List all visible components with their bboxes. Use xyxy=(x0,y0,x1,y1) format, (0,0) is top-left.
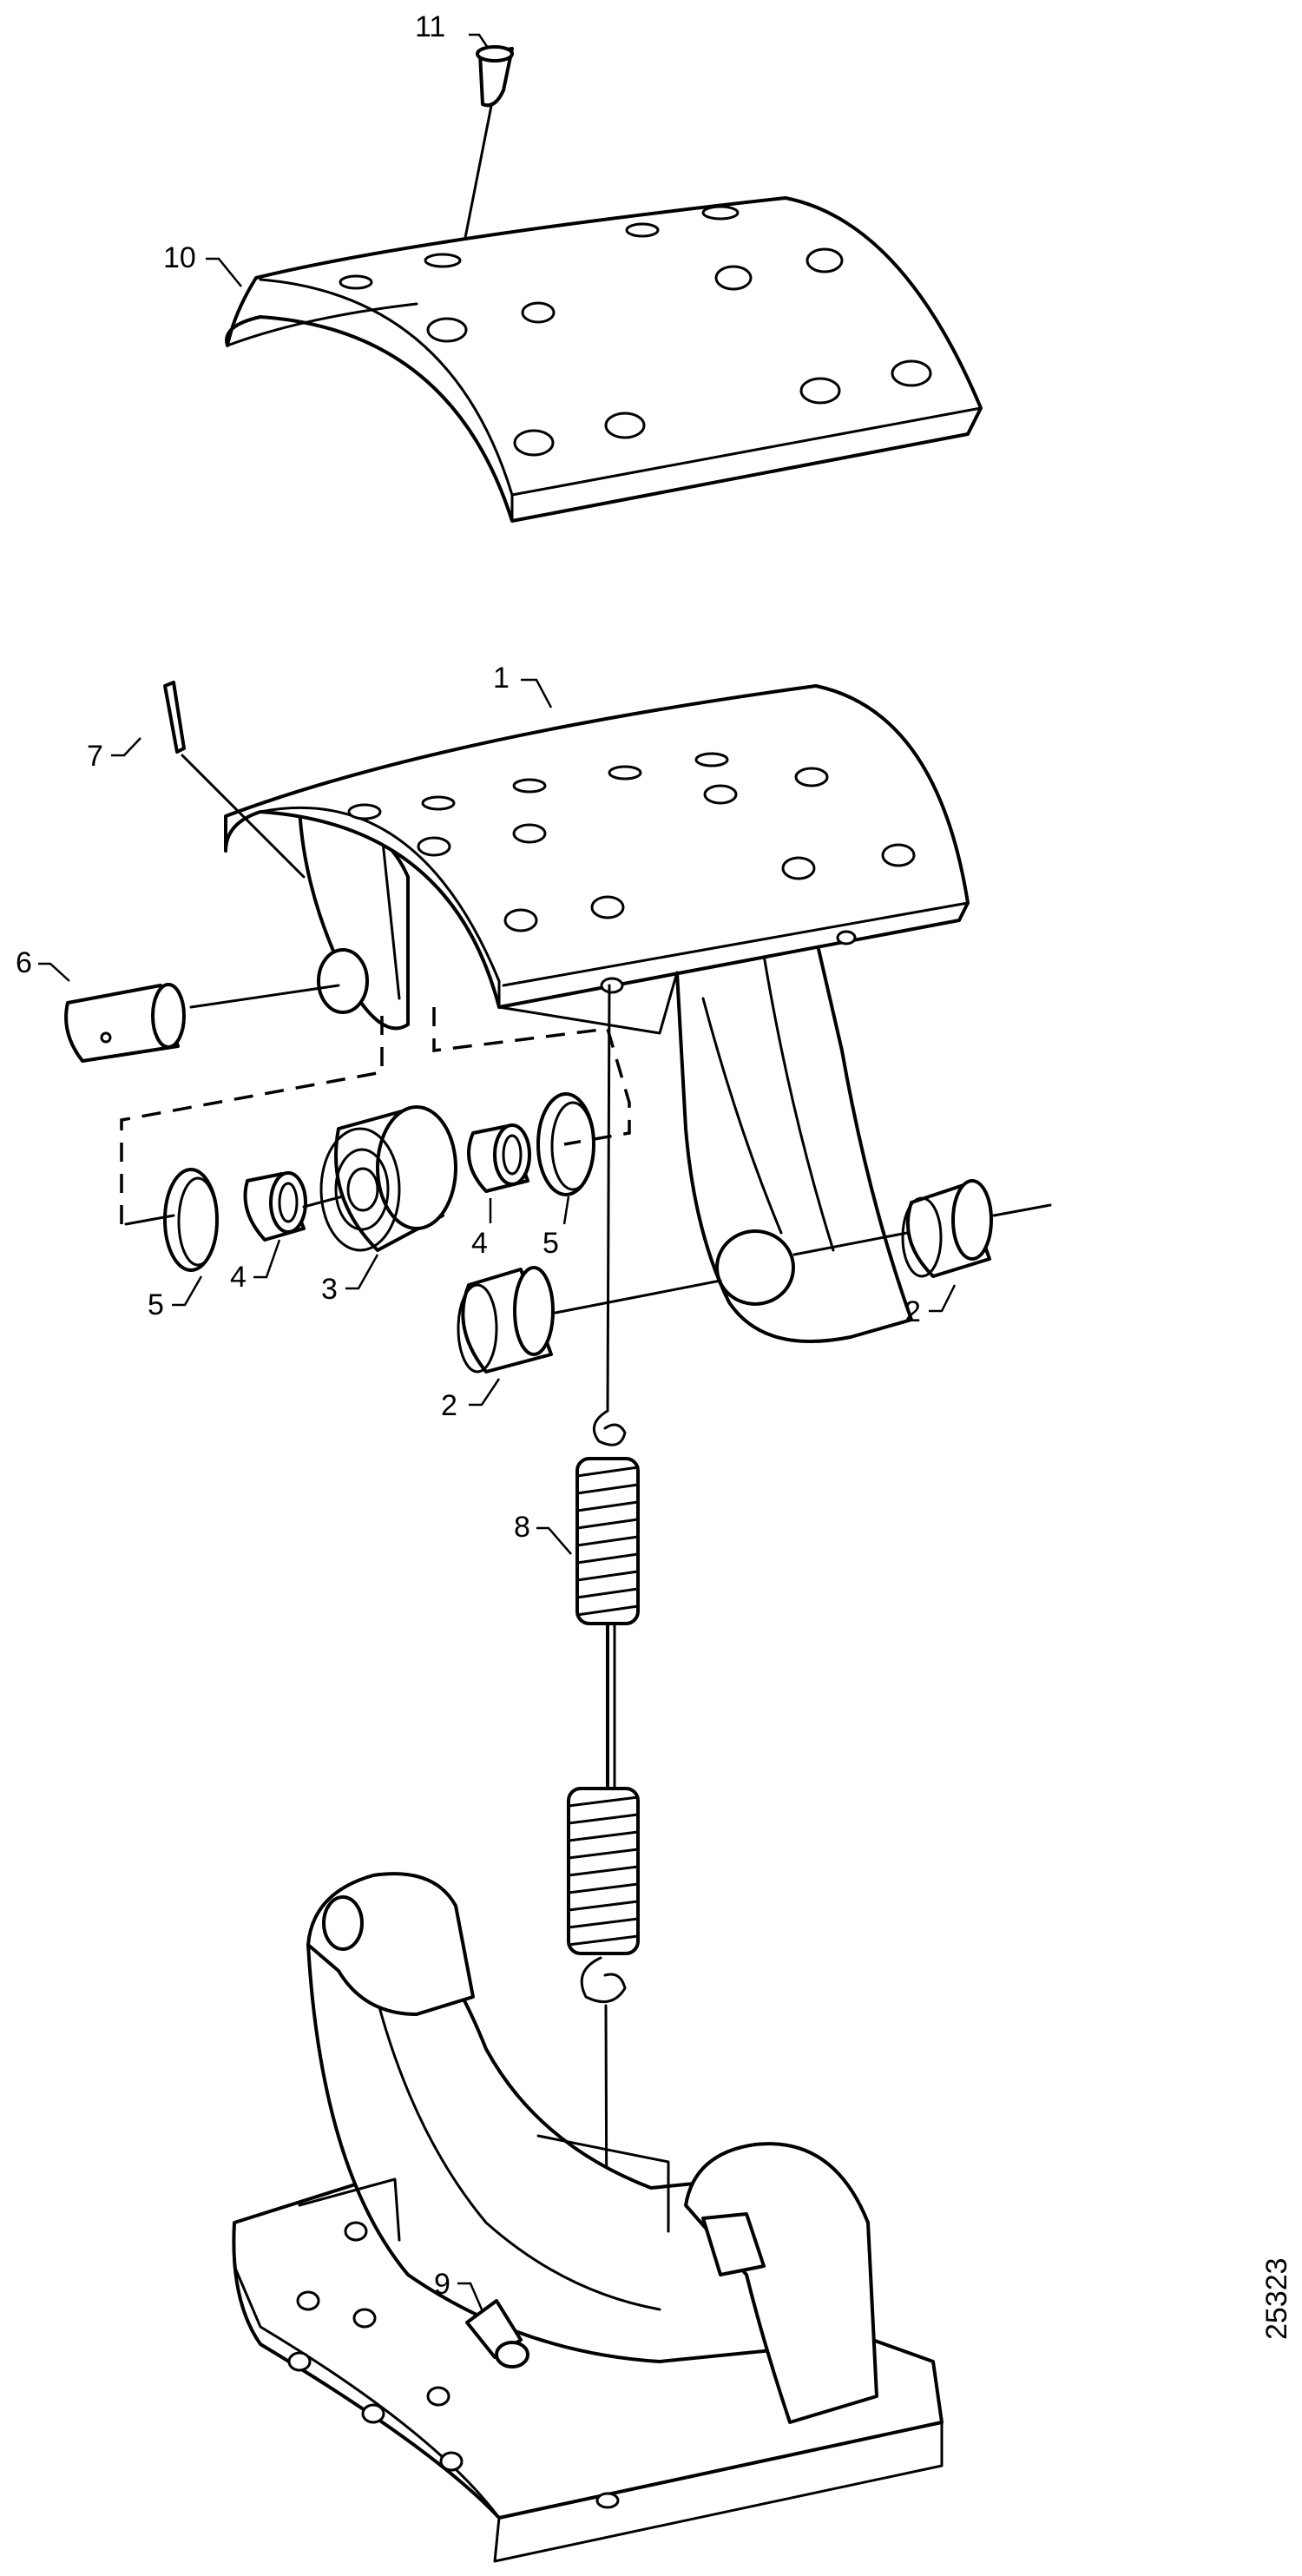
callout-4-left: 4 xyxy=(230,1261,247,1294)
callout-labels: 11 10 1 7 6 5 4 3 4 5 2 2 8 9 xyxy=(16,10,921,2301)
bushing-part-4-right xyxy=(467,1123,531,1193)
cotter-pin-part-7 xyxy=(163,681,306,879)
callout-5-right: 5 xyxy=(542,1227,559,1260)
callout-11: 11 xyxy=(415,10,445,43)
snap-ring-part-5-right xyxy=(536,1092,595,1196)
callout-4-right: 4 xyxy=(471,1227,488,1260)
pin-part-6 xyxy=(64,983,340,1063)
callout-5-left: 5 xyxy=(148,1288,164,1321)
spring-upper-coils xyxy=(575,1466,640,1617)
bushing-part-4-left xyxy=(243,1171,307,1242)
figure-reference-number: 25323 xyxy=(1260,2257,1293,2340)
callout-8: 8 xyxy=(514,1511,530,1544)
callout-1: 1 xyxy=(493,662,510,695)
callout-6: 6 xyxy=(16,946,32,979)
spring-lower-coils xyxy=(567,1795,640,1947)
callout-10: 10 xyxy=(163,241,196,274)
callout-7: 7 xyxy=(87,740,103,773)
brake-shoe-part-1 xyxy=(224,684,970,1343)
callout-2-right: 2 xyxy=(904,1295,921,1328)
bushing-part-2-right xyxy=(792,1179,1052,1278)
snap-ring-part-5-left xyxy=(124,1168,219,1272)
spring-part-8 xyxy=(567,984,640,2502)
grease-nipple-part-9 xyxy=(465,2299,529,2368)
callout-leaders xyxy=(38,33,957,2310)
callout-9: 9 xyxy=(434,2268,450,2301)
shoe-rivet-holes xyxy=(347,752,916,994)
callout-3: 3 xyxy=(321,1273,338,1306)
lining-rivet-holes xyxy=(339,205,932,457)
roller-part-3 xyxy=(302,1105,457,1252)
brake-lining-part-10 xyxy=(225,196,983,523)
bushing-part-2-lower xyxy=(457,1266,722,1374)
assembly-guide-dashes xyxy=(120,1007,631,1233)
base-rivet-holes xyxy=(287,2221,620,2509)
callout-2-lower: 2 xyxy=(441,1389,457,1422)
lower-brake-shoe-assembly xyxy=(232,1872,944,2563)
